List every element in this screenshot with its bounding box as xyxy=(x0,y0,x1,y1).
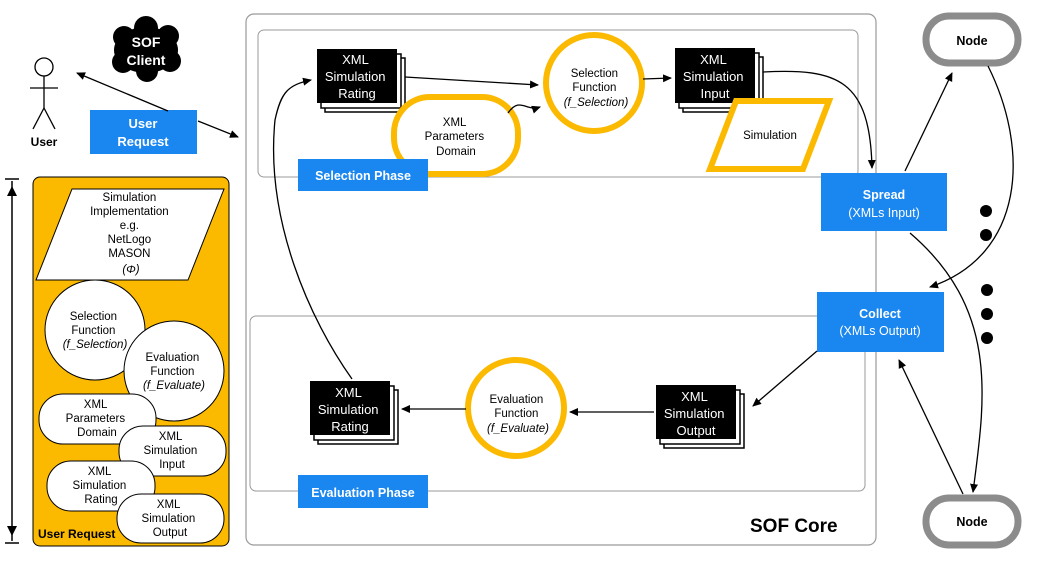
selection-xml-simulation-input xyxy=(675,48,764,113)
selection-phase-label: Selection Phase xyxy=(315,169,411,183)
user-label: User xyxy=(31,135,58,149)
user-request-box xyxy=(90,110,197,154)
evaluation-xml-simulation-rating xyxy=(310,381,399,445)
node-top-label: Node xyxy=(956,34,987,48)
panel-xml-parameters-domain xyxy=(38,393,157,445)
node-top xyxy=(922,12,1022,67)
collect-title: Collect xyxy=(859,307,902,321)
arrow-params-to-selection xyxy=(507,104,541,114)
user-request-panel-title: User Request xyxy=(38,527,115,541)
svg-text:XML Simulation Rating: XML Simulation Rating xyxy=(325,52,389,101)
spread-subtitle: (XMLs Input) xyxy=(848,206,920,220)
evaluation-phase-label-box xyxy=(298,475,428,508)
user-icon xyxy=(30,57,58,130)
arrow-input-to-spread xyxy=(762,70,876,169)
svg-text:Selection Function (f_: Selection Function (f_Selection) xyxy=(564,68,629,109)
sim-impl-line4: NetLogo xyxy=(108,234,151,246)
node-bottom xyxy=(922,494,1022,549)
evaluation-phase-label: Evaluation Phase xyxy=(311,486,415,500)
simulation-parallelogram xyxy=(705,98,834,172)
vertical-range-bracket xyxy=(5,178,19,544)
arrow-rating-loop-back xyxy=(273,77,353,380)
svg-text:XML Simulation Output: XML Simulation Output xyxy=(664,389,728,438)
arrow-rating-to-selection xyxy=(404,76,539,89)
simulation-label: Simulation xyxy=(743,130,797,142)
sof-client-label-line1: SOF xyxy=(132,34,161,50)
selection-phase-label-box xyxy=(298,159,428,191)
panel-xml-simulation-input xyxy=(118,425,227,477)
spread-title: Spread xyxy=(863,188,905,202)
sim-impl-line1: Simulation xyxy=(103,192,157,204)
svg-text:XML Simulation Rating: XML Simulation Rating xyxy=(318,385,382,434)
arrow-spread-to-node-top xyxy=(904,72,953,172)
user-request-line2: Request xyxy=(117,134,169,149)
sim-impl-line3: e.g. xyxy=(120,220,139,232)
sof-core-title: SOF Core xyxy=(750,516,838,537)
arrow-spread-to-node-bottom xyxy=(909,232,983,493)
svg-text:Selection Function (f_: Selection Function (f_Selection) xyxy=(63,311,128,351)
svg-text:XML Parameters Domain: XML Parameters Domain xyxy=(425,117,488,158)
panel-evaluation-function xyxy=(123,320,225,422)
simulation-implementation-shape xyxy=(35,188,225,281)
node-bottom-label: Node xyxy=(956,515,987,529)
evaluation-function-circle xyxy=(465,357,567,459)
selection-xml-parameters-domain xyxy=(391,94,521,177)
svg-text:XML Simulation Input: XML Simulation Input xyxy=(144,431,201,471)
panel-xml-simulation-output xyxy=(116,493,225,544)
evaluation-xml-simulation-output xyxy=(656,385,745,449)
ellipsis-dots xyxy=(980,205,993,344)
svg-text:XML Simulation Rating: XML Simulation Rating xyxy=(73,466,130,506)
spread-box xyxy=(821,173,947,231)
arrow-request-to-core xyxy=(197,120,239,138)
arrow-node-top-to-collect xyxy=(929,65,1014,289)
sof-client-cloud xyxy=(112,16,181,82)
sim-impl-line2: Implementation xyxy=(90,206,169,218)
svg-text:XML Simulation Input: XML Simulation Input xyxy=(683,52,747,101)
sim-impl-line5: MASON xyxy=(108,248,150,260)
arrow-collect-to-output xyxy=(752,350,818,407)
arrow-selection-to-input xyxy=(642,74,672,83)
user-request-line1: User xyxy=(129,116,158,131)
sim-impl-line6: (Φ) xyxy=(122,264,139,276)
arrow-client-to-user xyxy=(76,72,169,112)
collect-box xyxy=(817,292,944,352)
arrow-node-bottom-to-collect xyxy=(898,359,964,495)
svg-text:XML Simulation Output: XML Simulation Output xyxy=(142,499,199,539)
sof-client-label-line2: Client xyxy=(127,52,166,68)
svg-text:Evaluation Function (f: Evaluation Function (f_Evaluate) xyxy=(487,394,549,435)
svg-text:Simulation Implementation: Simulation Implementation e.g. NetLogo M… xyxy=(90,192,172,276)
collect-subtitle: (XMLs Output) xyxy=(839,324,920,338)
selection-xml-simulation-rating xyxy=(317,49,406,113)
selection-function-circle xyxy=(543,32,645,134)
svg-text:Evaluation Function (f: Evaluation Function (f_Evaluate) xyxy=(143,352,205,392)
svg-text:XML Parameters Domain: XML Parameters Domain xyxy=(66,399,129,439)
